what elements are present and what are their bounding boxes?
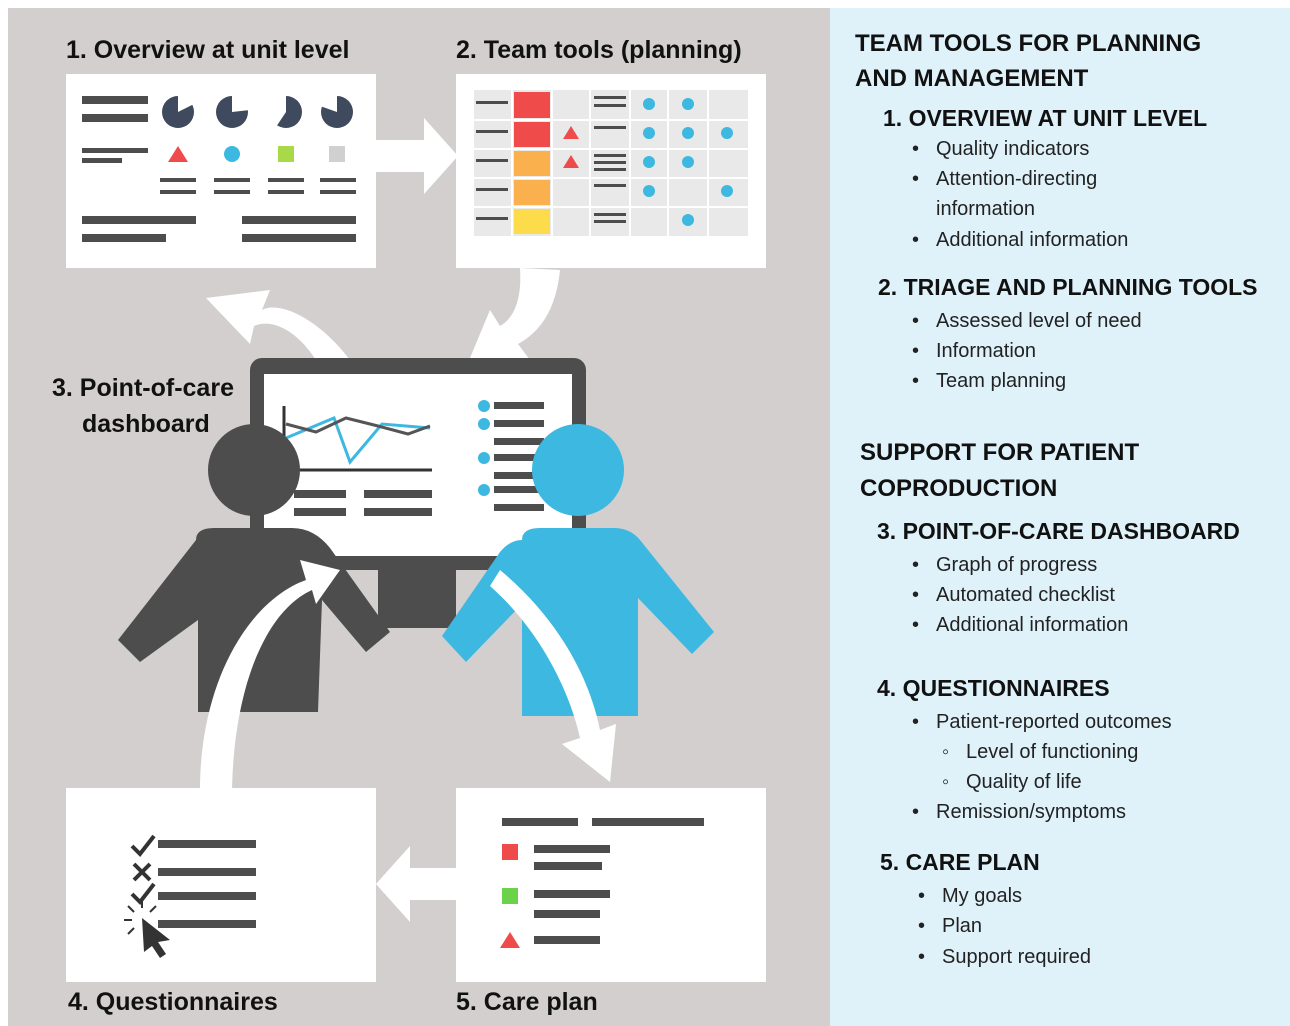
check-icon <box>130 882 156 906</box>
list-item: •Automated checklist <box>912 584 1115 606</box>
flow-arrow <box>200 560 340 790</box>
pie-chart-icon <box>320 93 353 128</box>
warning-triangle-icon <box>563 155 579 168</box>
cursor-click-icon <box>124 900 170 958</box>
panel-heading-team-tools-2: AND MANAGEMENT <box>855 65 1089 92</box>
list-subitem: ◦Level of functioning <box>942 741 1139 763</box>
need-level-cell <box>514 151 550 176</box>
monitor-icon <box>250 358 586 628</box>
list-item: •Assessed level of need <box>912 310 1142 332</box>
pie-chart-icon <box>267 94 302 128</box>
progress-line <box>285 416 431 436</box>
pie-chart-icon <box>216 93 250 128</box>
progress-line <box>285 416 431 465</box>
list-item: •Additional information <box>912 614 1129 636</box>
list-subitem: ◦Quality of life <box>942 771 1082 793</box>
flow-arrow <box>490 570 616 782</box>
label-care-plan: 5. Care plan <box>456 988 598 1016</box>
flow-arrow <box>376 118 458 194</box>
list-item: •Graph of progress <box>912 554 1098 576</box>
panel-heading-team-tools: TEAM TOOLS FOR PLANNING <box>855 30 1202 57</box>
cross-icon <box>132 862 152 882</box>
status-square <box>329 146 345 162</box>
list-item: •Additional information <box>912 229 1129 251</box>
section-title-care-plan: 5. CARE PLAN <box>880 849 1040 875</box>
label-overview: 1. Overview at unit level <box>66 36 350 64</box>
list-item: •Patient-reported outcomes <box>912 711 1172 733</box>
list-item: •Attention-directing <box>912 168 1098 190</box>
list-item: •Quality indicators <box>912 138 1090 160</box>
questionnaires-panel <box>66 788 376 982</box>
status-dot <box>224 146 240 162</box>
list-item: •Remission/symptoms <box>912 801 1127 823</box>
need-level-cell <box>514 122 550 147</box>
overview-panel <box>66 74 376 268</box>
panel-heading-coproduction-2: COPRODUCTION <box>860 475 1058 502</box>
section-title-questionnaires: 4. QUESTIONNAIRES <box>877 675 1110 701</box>
list-item: •Support required <box>918 946 1091 968</box>
flow-arrow <box>376 846 456 922</box>
person-icon <box>442 424 714 716</box>
list-item: •Information <box>912 340 1037 362</box>
label-point-of-care: 3. Point-of-care <box>52 374 234 402</box>
pie-chart-icon <box>162 94 194 128</box>
list-item-continuation: information <box>936 198 1035 220</box>
list-item: •Team planning <box>912 370 1067 392</box>
need-level-cell <box>514 180 550 205</box>
warning-triangle-icon <box>563 126 579 139</box>
panel-heading-coproduction: SUPPORT FOR PATIENT <box>860 439 1140 466</box>
list-item: •Plan <box>918 915 983 937</box>
label-team-tools: 2. Team tools (planning) <box>456 36 742 64</box>
need-level-cell <box>514 209 550 234</box>
warning-triangle-icon <box>168 146 188 162</box>
label-point-of-care-2: dashboard <box>82 410 210 438</box>
warning-triangle-icon <box>500 932 520 948</box>
label-questionnaires: 4. Questionnaires <box>68 988 278 1016</box>
status-square <box>278 146 294 162</box>
section-title-overview: 1. OVERVIEW AT UNIT LEVEL <box>883 105 1208 131</box>
flow-arrow <box>206 290 350 370</box>
check-icon <box>130 834 156 858</box>
section-title-point-of-care: 3. POINT-OF-CARE DASHBOARD <box>877 518 1240 544</box>
info-panel <box>830 8 1290 1026</box>
section-title-triage: 2. TRIAGE AND PLANNING TOOLS <box>878 274 1258 300</box>
list-item: •My goals <box>918 885 1023 907</box>
need-level-cell <box>514 92 550 118</box>
flow-arrow <box>470 268 560 360</box>
team-tools-panel <box>456 74 766 268</box>
care-plan-panel <box>456 788 766 982</box>
